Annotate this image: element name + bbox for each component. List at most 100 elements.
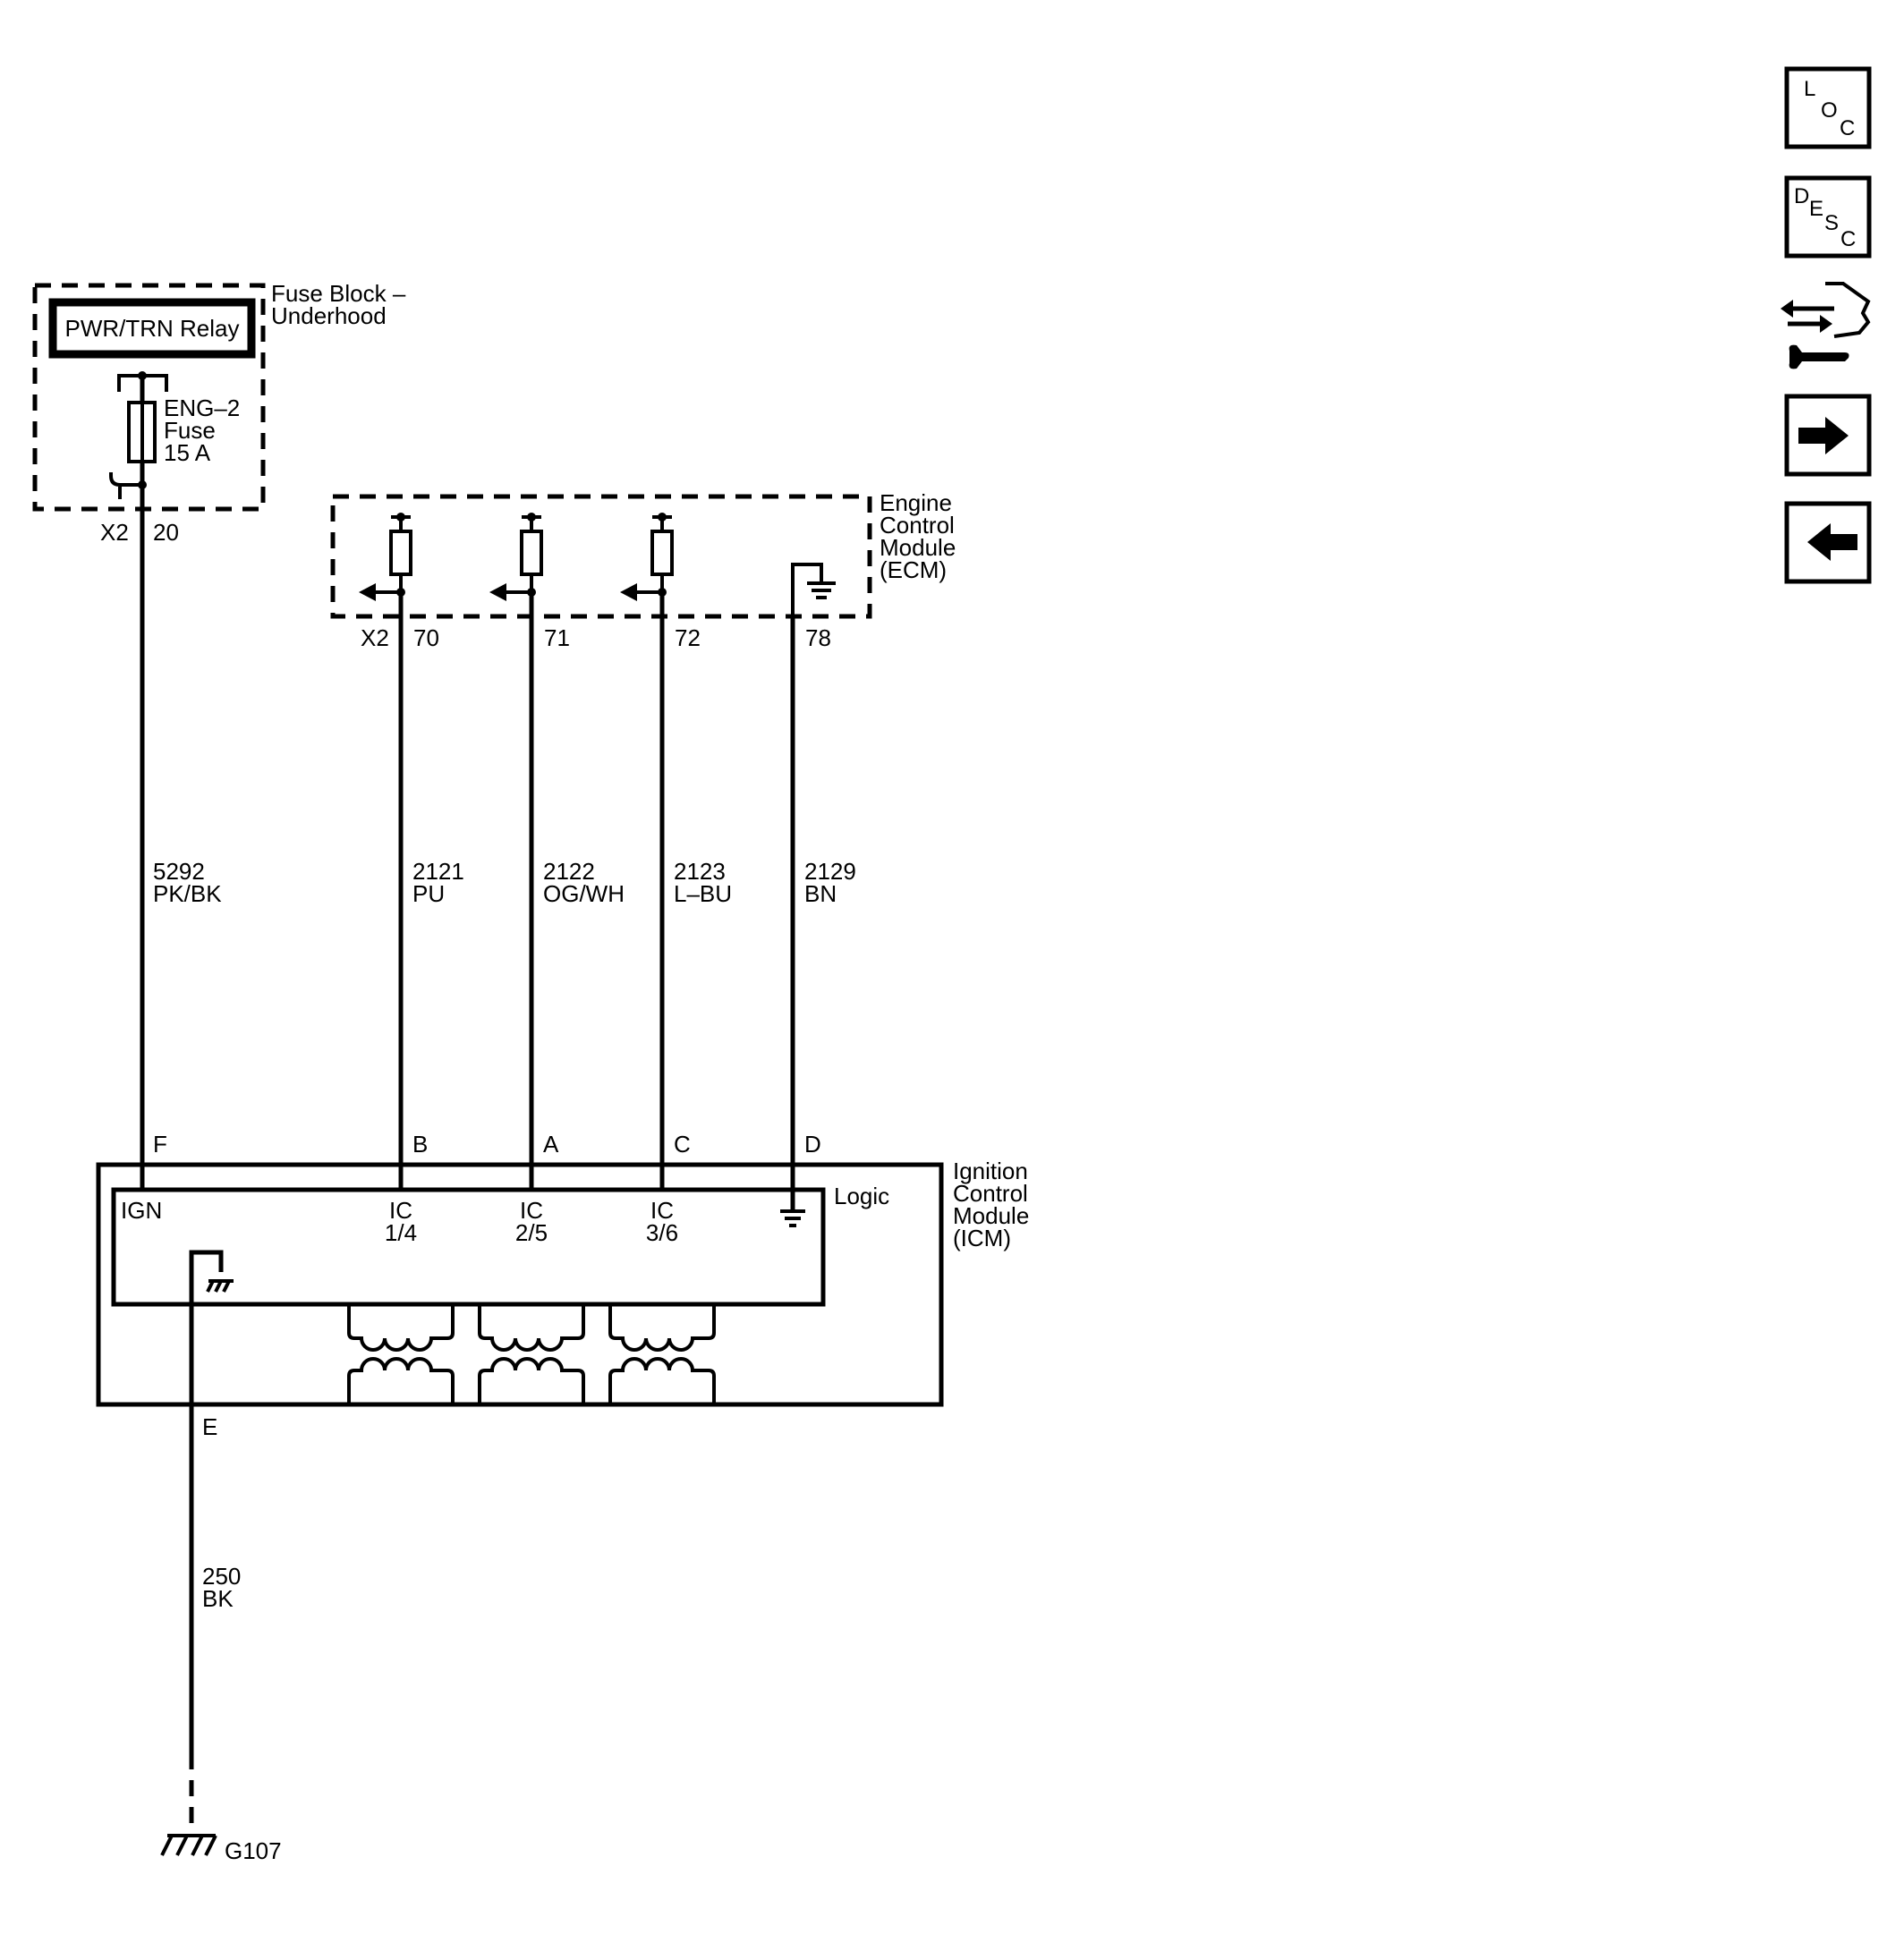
ecm-title-1: Engine: [880, 489, 952, 516]
wire-250-color: BK: [202, 1585, 234, 1612]
pwr-trn-relay-box: [48, 298, 256, 359]
fuse-block-title-1: Fuse Block –: [271, 280, 406, 307]
ignition-coil-3-6: [608, 1304, 716, 1404]
icm-chassis-ground-symbol: [189, 1250, 234, 1753]
ecm-title-2: Control: [880, 512, 955, 539]
ecm-driver-72: [620, 513, 674, 601]
icm-input-ic-25-cyl: 2/5: [515, 1219, 548, 1246]
primary-winding-symbol: [347, 1304, 455, 1352]
fuse-block-connector: X2: [100, 519, 129, 546]
ecm-title-4: (ECM): [880, 556, 947, 583]
ecm-ground: [791, 563, 836, 617]
wire-2129-color: BN: [804, 880, 837, 907]
nav-buttons: L O C D E S C: [1781, 66, 1872, 584]
icm-input-ic-14-cyl: 1/4: [385, 1219, 417, 1246]
icm-input-ign: IGN: [121, 1197, 162, 1224]
pull-up-resistor-symbol: [389, 530, 412, 576]
wire-250-circuit: 250: [202, 1563, 241, 1590]
ecm-pin-72: 72: [675, 624, 701, 651]
icm-pin-a: A: [543, 1131, 559, 1158]
ecm-title-3: Module: [880, 534, 956, 561]
ecm-driver-70: [359, 513, 412, 601]
icm-input-ic-14: IC: [389, 1197, 412, 1224]
fuse-name: ENG–2: [164, 394, 240, 421]
ignition-coil-1-4: [347, 1304, 455, 1404]
pwr-trn-relay-label: PWR/TRN Relay: [64, 315, 239, 342]
icm-pin-d: D: [804, 1131, 821, 1158]
ecm-driver-71: [489, 513, 543, 601]
pull-up-resistor-symbol: [520, 530, 543, 576]
next-arrow-icon: [1798, 417, 1849, 454]
pull-up-resistor-symbol: [650, 530, 674, 576]
wire-2121-circuit: 2121: [412, 858, 464, 885]
icm-pin-c: C: [674, 1131, 691, 1158]
ground-label: G107: [225, 1837, 282, 1864]
connector-repair-icon: [1781, 282, 1871, 369]
icm-internal-ground: [780, 1192, 805, 1227]
icm-title-4: (ICM): [953, 1225, 1011, 1251]
loc-letter-o: O: [1821, 98, 1838, 123]
ground-g107: E 250 BK G107: [160, 1413, 282, 1864]
fuse-block-splice-stub: [109, 472, 142, 499]
desc-icon: [1784, 175, 1872, 259]
ecm-pin-70: 70: [413, 624, 439, 651]
desc-button[interactable]: D E S C: [1784, 175, 1872, 259]
icm-input-ic-36-cyl: 3/6: [646, 1219, 678, 1246]
icm-pin-b: B: [412, 1131, 428, 1158]
icm-title-3: Module: [953, 1202, 1029, 1229]
wire-2122-color: OG/WH: [543, 880, 625, 907]
wire-2122-circuit: 2122: [543, 858, 595, 885]
secondary-winding-symbol: [347, 1357, 455, 1404]
ignition-control-module: Ignition Control Module (ICM) Logic IGN …: [96, 1158, 1029, 1753]
wires: 5292 PK/BK 2121 PU 2122 OG/WH 2123 L–BU …: [140, 488, 856, 1192]
icm-logic-label: Logic: [834, 1183, 889, 1209]
fuse-block-title-2: Underhood: [271, 302, 387, 329]
connector-repair-button[interactable]: [1781, 282, 1871, 369]
next-page-button[interactable]: [1784, 394, 1872, 477]
icm-title-1: Ignition: [953, 1158, 1028, 1184]
desc-letter-c: C: [1840, 227, 1856, 251]
ecm-outline: [330, 494, 872, 619]
previous-page-button[interactable]: [1784, 501, 1872, 584]
ignition-coil-2-5: [478, 1304, 585, 1404]
ecm-connector: X2: [361, 624, 389, 651]
signal-arrow-icon: [359, 583, 376, 601]
wire-5292-circuit: 5292: [153, 858, 205, 885]
ecm-pin-71: 71: [544, 624, 570, 651]
fuse-block-underhood: Fuse Block – Underhood PWR/TRN Relay ENG…: [32, 280, 406, 546]
primary-winding-symbol: [478, 1304, 585, 1352]
icm-title-2: Control: [953, 1180, 1028, 1207]
primary-winding-symbol: [608, 1304, 716, 1352]
icm-input-ic-36: IC: [650, 1197, 674, 1224]
desc-letter-d: D: [1794, 184, 1809, 208]
wire-2123-circuit: 2123: [674, 858, 726, 885]
icm-pin-f: F: [153, 1131, 167, 1158]
fuse-rating: 15 A: [164, 439, 211, 466]
icm-input-ic-25: IC: [520, 1197, 543, 1224]
wire-2123-color: L–BU: [674, 880, 732, 907]
signal-arrow-icon: [620, 583, 637, 601]
fuse-block-outline: [32, 283, 266, 512]
ecm-pin-78: 78: [805, 624, 831, 651]
loc-icon: [1784, 66, 1872, 149]
desc-letter-s: S: [1824, 211, 1839, 235]
loc-letter-c: C: [1840, 116, 1855, 140]
icm-pin-e: E: [202, 1413, 217, 1440]
loc-button[interactable]: L O C: [1784, 66, 1872, 149]
icm-outline: [96, 1162, 944, 1407]
fuse-block-pin: 20: [153, 519, 179, 546]
wire-2129-circuit: 2129: [804, 858, 856, 885]
loc-letter-l: L: [1804, 77, 1815, 101]
chassis-ground-icon: [222, 1280, 231, 1293]
signal-arrow-icon: [489, 583, 506, 601]
desc-letter-e: E: [1809, 197, 1823, 221]
wire-2121-color: PU: [412, 880, 445, 907]
wire-5292-color: PK/BK: [153, 880, 222, 907]
secondary-winding-symbol: [608, 1357, 716, 1404]
icm-logic-box: [111, 1187, 826, 1307]
fuse-word: Fuse: [164, 417, 216, 444]
previous-arrow-icon: [1807, 523, 1857, 561]
engine-control-module: Engine Control Module (ECM): [330, 489, 956, 651]
secondary-winding-symbol: [478, 1357, 585, 1404]
